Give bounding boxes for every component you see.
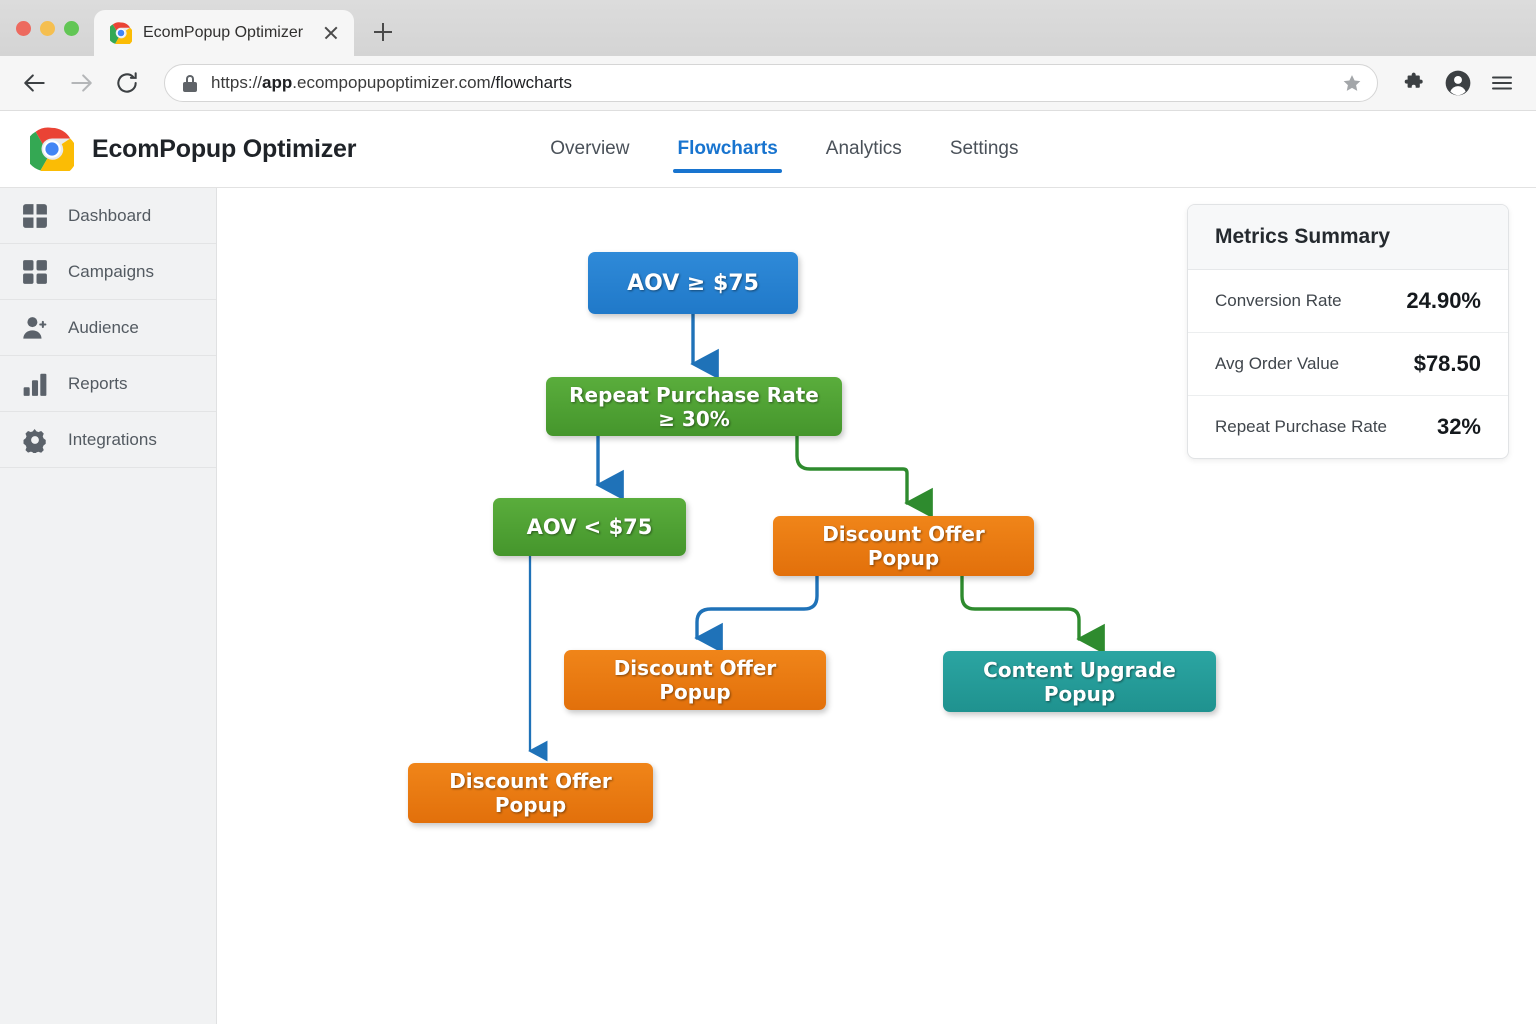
app-header: EcomPopup Optimizer Overview Flowcharts …: [0, 111, 1536, 188]
tab-analytics[interactable]: Analytics: [825, 138, 902, 159]
flowchart-canvas: AOV ≥ $75 Repeat Purchase Rate ≥ 30% AOV…: [217, 188, 1536, 1024]
gear-icon: [22, 427, 48, 455]
sidebar-item-audience[interactable]: Audience: [0, 300, 216, 356]
page-title: EcomPopup Optimizer: [92, 134, 357, 163]
metric-label: Avg Order Value: [1215, 354, 1340, 373]
metric-row-repeat-purchase-rate: Repeat Purchase Rate 32%: [1188, 396, 1508, 458]
hamburger-menu-icon[interactable]: [1482, 63, 1522, 103]
sidebar-item-label: Reports: [68, 373, 128, 393]
star-icon[interactable]: [1335, 66, 1369, 100]
sidebar: Dashboard Campaigns: [0, 188, 217, 1024]
sidebar-item-label: Dashboard: [68, 205, 152, 225]
app-body: Dashboard Campaigns: [0, 188, 1536, 1024]
sidebar-item-integrations[interactable]: Integrations: [0, 412, 216, 468]
chrome-logo-icon: [107, 22, 134, 47]
page-viewport: EcomPopup Optimizer Overview Flowcharts …: [0, 111, 1536, 1024]
window-controls: [0, 21, 79, 56]
url-path: /flowcharts: [490, 73, 572, 92]
tab-flowcharts[interactable]: Flowcharts: [653, 111, 801, 187]
url-prefix: https://: [211, 73, 263, 92]
flow-node-discount-offer-popup-2[interactable]: Discount Offer Popup: [564, 650, 826, 710]
grid-dashboard-icon: [22, 202, 48, 229]
flow-node-content-upgrade-popup[interactable]: Content Upgrade Popup: [943, 651, 1216, 712]
tab-overview[interactable]: Overview: [550, 138, 630, 159]
new-tab-button[interactable]: [364, 13, 402, 51]
tab-title: EcomPopup Optimizer: [143, 24, 304, 41]
back-button[interactable]: [14, 62, 56, 104]
metric-label: Conversion Rate: [1215, 291, 1342, 310]
maximize-window-button[interactable]: [64, 21, 79, 36]
metric-value: $78.50: [1413, 351, 1481, 376]
close-icon[interactable]: [320, 22, 342, 44]
metric-label: Repeat Purchase Rate: [1215, 417, 1387, 436]
metric-value: 24.90%: [1406, 288, 1481, 313]
close-window-button[interactable]: [16, 21, 31, 36]
account-circle-icon[interactable]: [1438, 63, 1478, 103]
sidebar-item-dashboard[interactable]: Dashboard: [0, 188, 216, 244]
puzzle-piece-icon[interactable]: [1394, 63, 1434, 103]
browser-toolbar: https://app.ecompopupoptimizer.com/flowc…: [0, 56, 1536, 111]
url-text: https://app.ecompopupoptimizer.com/flowc…: [211, 73, 1321, 93]
brand[interactable]: EcomPopup Optimizer: [0, 127, 357, 177]
metric-value: 32%: [1436, 414, 1481, 439]
metrics-summary-title: Metrics Summary: [1188, 205, 1508, 270]
forward-button[interactable]: [60, 62, 102, 104]
metrics-summary-card: Metrics Summary Conversion Rate 24.90% A…: [1187, 204, 1509, 459]
flow-node-discount-offer-popup-3[interactable]: Discount Offer Popup: [408, 763, 653, 823]
sidebar-item-label: Integrations: [68, 429, 157, 449]
metric-row-avg-order-value: Avg Order Value $78.50: [1188, 333, 1508, 396]
url-subdomain: app: [262, 73, 293, 92]
minimize-window-button[interactable]: [40, 21, 55, 36]
tab-settings[interactable]: Settings: [949, 138, 1019, 159]
url-domain: .ecompopupoptimizer.com: [292, 73, 491, 92]
flow-node-repeat-purchase-rate[interactable]: Repeat Purchase Rate ≥ 30%: [546, 377, 842, 436]
flow-node-discount-offer-popup-1[interactable]: Discount Offer Popup: [773, 516, 1034, 576]
metric-row-conversion-rate: Conversion Rate 24.90%: [1188, 270, 1508, 333]
browser-tab-strip: EcomPopup Optimizer: [0, 0, 1536, 56]
bar-chart-icon: [22, 371, 48, 397]
address-bar[interactable]: https://app.ecompopupoptimizer.com/flowc…: [164, 64, 1378, 102]
lock-icon: [183, 74, 197, 92]
chrome-logo-icon: [24, 127, 78, 177]
sidebar-item-reports[interactable]: Reports: [0, 356, 216, 412]
flow-node-aov-gte-75[interactable]: AOV ≥ $75: [588, 252, 798, 314]
grid-squares-icon: [22, 259, 48, 285]
top-navigation: Overview Flowcharts Analytics Settings: [526, 111, 1042, 187]
browser-tab[interactable]: EcomPopup Optimizer: [94, 10, 354, 56]
reload-button[interactable]: [106, 62, 148, 104]
sidebar-item-label: Audience: [68, 317, 139, 337]
flow-node-aov-lt-75[interactable]: AOV < $75: [493, 498, 686, 556]
sidebar-item-label: Campaigns: [68, 261, 154, 281]
user-plus-icon: [22, 315, 48, 341]
sidebar-item-campaigns[interactable]: Campaigns: [0, 244, 216, 300]
